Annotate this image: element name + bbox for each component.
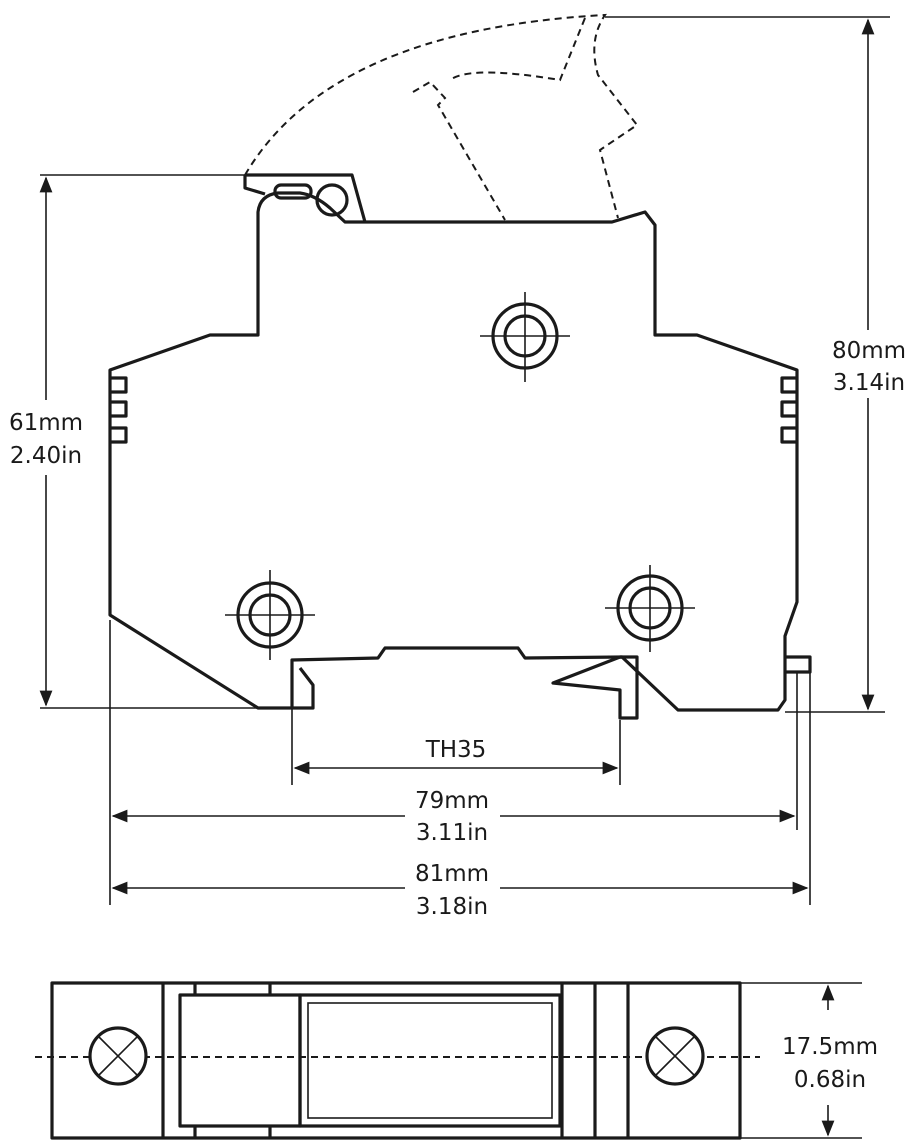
right-foot-tab <box>785 655 812 674</box>
bottom-right-terminal-screw <box>605 565 695 652</box>
left-screw-x-icon <box>88 1026 148 1086</box>
dimension-width-body: 79mm 3.11in <box>111 788 796 846</box>
dimension-height-total: 80mm 3.14in <box>832 18 906 711</box>
height-body-in: 2.40in <box>10 443 82 469</box>
depth-mm: 17.5mm <box>782 1034 878 1060</box>
height-total-in: 3.14in <box>833 370 905 396</box>
dimension-depth: 17.5mm 0.68in <box>782 984 878 1137</box>
width-body-mm: 79mm <box>415 788 489 814</box>
latch-pivot <box>315 183 349 217</box>
left-vent-slots <box>110 376 128 444</box>
width-total-in: 3.18in <box>416 894 488 920</box>
width-total-mm: 81mm <box>415 861 489 887</box>
dimension-height-body: 61mm 2.40in <box>9 176 83 707</box>
extension-lines <box>40 16 890 905</box>
height-total-mm: 80mm <box>832 338 906 364</box>
side-view: 80mm 3.14in 61mm 2.40in TH35 79mm 3.11in… <box>9 13 906 920</box>
right-vent-slots <box>780 376 797 444</box>
right-screw-x-icon <box>645 1026 705 1086</box>
left-rail-clip <box>292 667 315 710</box>
right-rail-clip <box>551 655 639 720</box>
breaker-body-outline <box>108 173 799 712</box>
rail-label: TH35 <box>425 737 487 763</box>
lever-outline-dashed <box>244 13 639 219</box>
width-body-in: 3.11in <box>416 820 488 846</box>
bottom-left-terminal-screw <box>225 570 315 660</box>
dimension-rail: TH35 <box>293 737 619 775</box>
dimension-width-total: 81mm 3.18in <box>111 861 809 920</box>
depth-in: 0.68in <box>794 1067 866 1093</box>
height-body-mm: 61mm <box>9 410 83 436</box>
handle-block <box>178 993 302 1128</box>
lever-inner-dashed <box>412 17 586 221</box>
top-terminal-screw <box>480 292 570 382</box>
window-block <box>298 993 562 1128</box>
latch-slot <box>273 183 313 200</box>
top-view: 17.5mm 0.68in <box>35 981 878 1140</box>
